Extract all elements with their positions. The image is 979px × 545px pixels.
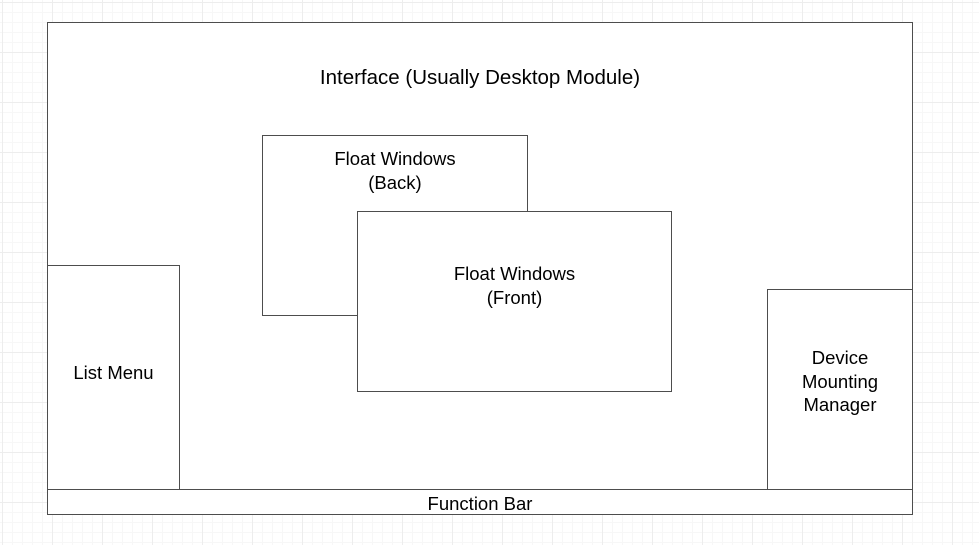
interface-desktop-module-label: Interface (Usually Desktop Module) [319,66,641,89]
device-mounting-manager-label: Device Mounting Manager [801,347,879,416]
list-menu-label: List Menu [73,362,154,383]
float-window-front-label: Float Windows (Front) [453,263,576,308]
float-window-back-label: Float Windows (Back) [334,148,456,193]
device-mounting-manager-box[interactable]: Device Mounting Manager [767,289,913,491]
function-bar-label: Function Bar [427,493,533,514]
list-menu-box[interactable]: List Menu [47,265,180,491]
float-window-front-box[interactable]: Float Windows (Front) [357,211,672,392]
function-bar-box[interactable]: Function Bar [47,489,913,515]
